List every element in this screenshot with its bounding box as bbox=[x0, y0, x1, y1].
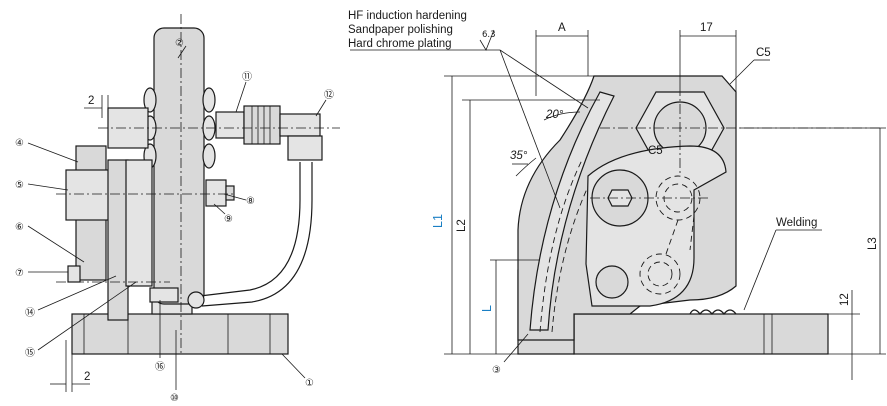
callout-16: ⑯ bbox=[155, 361, 165, 373]
left-side-view bbox=[27, 14, 340, 392]
callout-1: ① bbox=[305, 378, 314, 389]
base-plate bbox=[71, 313, 289, 355]
dim-L1: L1 bbox=[431, 214, 445, 228]
note-hard-chrome: Hard chrome plating bbox=[348, 38, 452, 50]
callout-3: ③ bbox=[492, 365, 501, 376]
dim-C5-inner: C5 bbox=[648, 145, 663, 157]
dim-2-bottom: 2 bbox=[84, 371, 90, 383]
note-hf-hardening: HF induction hardening bbox=[348, 10, 467, 22]
callout-14: ⑭ bbox=[25, 307, 35, 319]
callout-8: ⑧ bbox=[246, 196, 255, 207]
dim-L2: L2 bbox=[456, 219, 468, 232]
callout-15: ⑮ bbox=[25, 347, 35, 359]
right-front-view bbox=[350, 29, 886, 380]
dim-17: 17 bbox=[700, 22, 713, 34]
note-sandpaper: Sandpaper polishing bbox=[348, 24, 453, 36]
callout-7: ⑦ bbox=[15, 268, 24, 279]
callout-11: ⑪ bbox=[242, 71, 252, 83]
main-body bbox=[153, 27, 205, 305]
callout-5: ⑤ bbox=[15, 180, 24, 191]
callout-10: ⑩ bbox=[170, 393, 179, 404]
angle-35: 35° bbox=[510, 150, 528, 162]
dim-A: A bbox=[558, 22, 566, 34]
dim-12: 12 bbox=[839, 293, 851, 306]
dim-L3: L3 bbox=[867, 237, 879, 250]
angle-20: 20° bbox=[545, 109, 564, 121]
callout-6: ⑥ bbox=[15, 222, 24, 233]
dim-L: L bbox=[480, 305, 494, 312]
callout-9: ⑨ bbox=[224, 214, 233, 225]
callout-2: ② bbox=[175, 38, 184, 49]
dim-C5-top: C5 bbox=[756, 47, 771, 59]
right-base-plate bbox=[573, 313, 829, 355]
welding-label: Welding bbox=[776, 217, 817, 229]
dim-2-top: 2 bbox=[88, 95, 94, 107]
note-roughness: 6.3 bbox=[482, 30, 496, 40]
callout-4: ④ bbox=[15, 138, 24, 149]
callout-12: ⑫ bbox=[324, 89, 334, 101]
